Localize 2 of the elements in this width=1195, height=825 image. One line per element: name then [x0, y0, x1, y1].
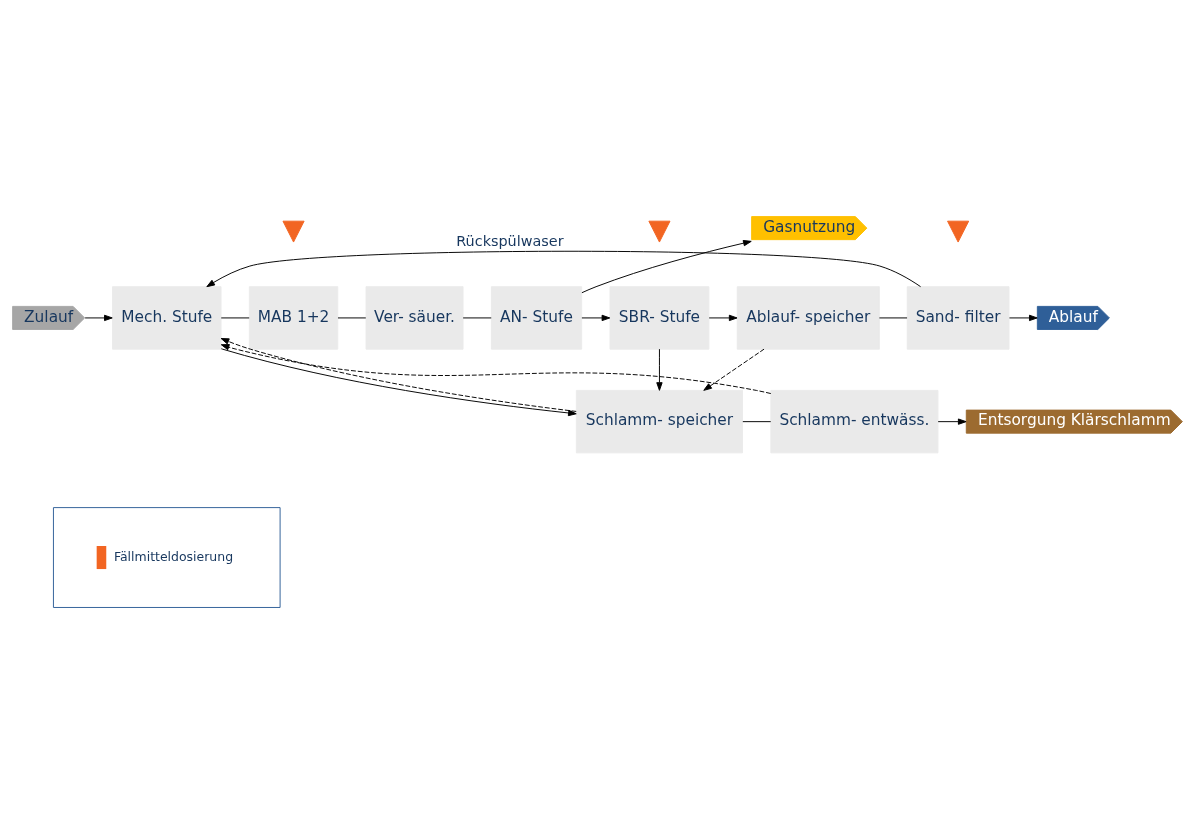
- legend-label: Fällmitteldosierung: [113, 548, 234, 564]
- edge-label: Rückspülwaser: [456, 232, 564, 249]
